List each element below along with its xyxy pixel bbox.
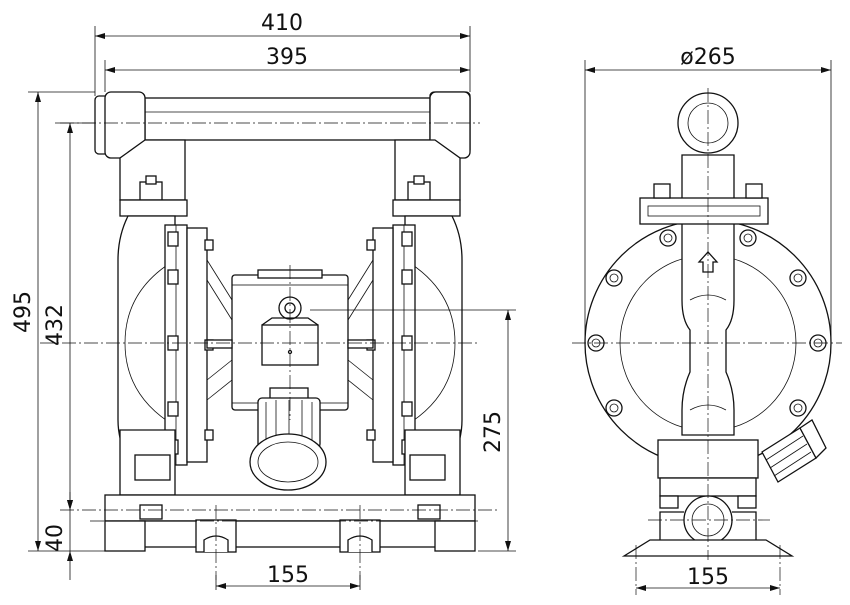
dim-label-265: ø265 — [680, 45, 735, 70]
dim-label-432: 432 — [43, 304, 68, 346]
left-riser — [119, 139, 186, 201]
bottom-manifold — [104, 494, 476, 522]
side-ring-bolts — [587, 229, 827, 459]
dim-label-40: 40 — [43, 524, 68, 552]
center-lines — [40, 88, 842, 595]
dim-label-495: 495 — [11, 291, 36, 333]
front-view — [94, 91, 476, 553]
side-muffler — [761, 419, 827, 483]
top-manifold-pipe — [139, 97, 441, 141]
dim-label-275: 275 — [481, 411, 506, 453]
dim-label-155-side: 155 — [687, 565, 729, 590]
dimensions: 410 395 495 432 40 275 155 ø265 155 — [11, 11, 832, 591]
dim-label-410: 410 — [261, 11, 303, 36]
muffler — [249, 387, 327, 491]
dim-label-395: 395 — [266, 45, 308, 70]
side-base — [621, 539, 795, 557]
dim-label-155-front: 155 — [267, 563, 309, 588]
